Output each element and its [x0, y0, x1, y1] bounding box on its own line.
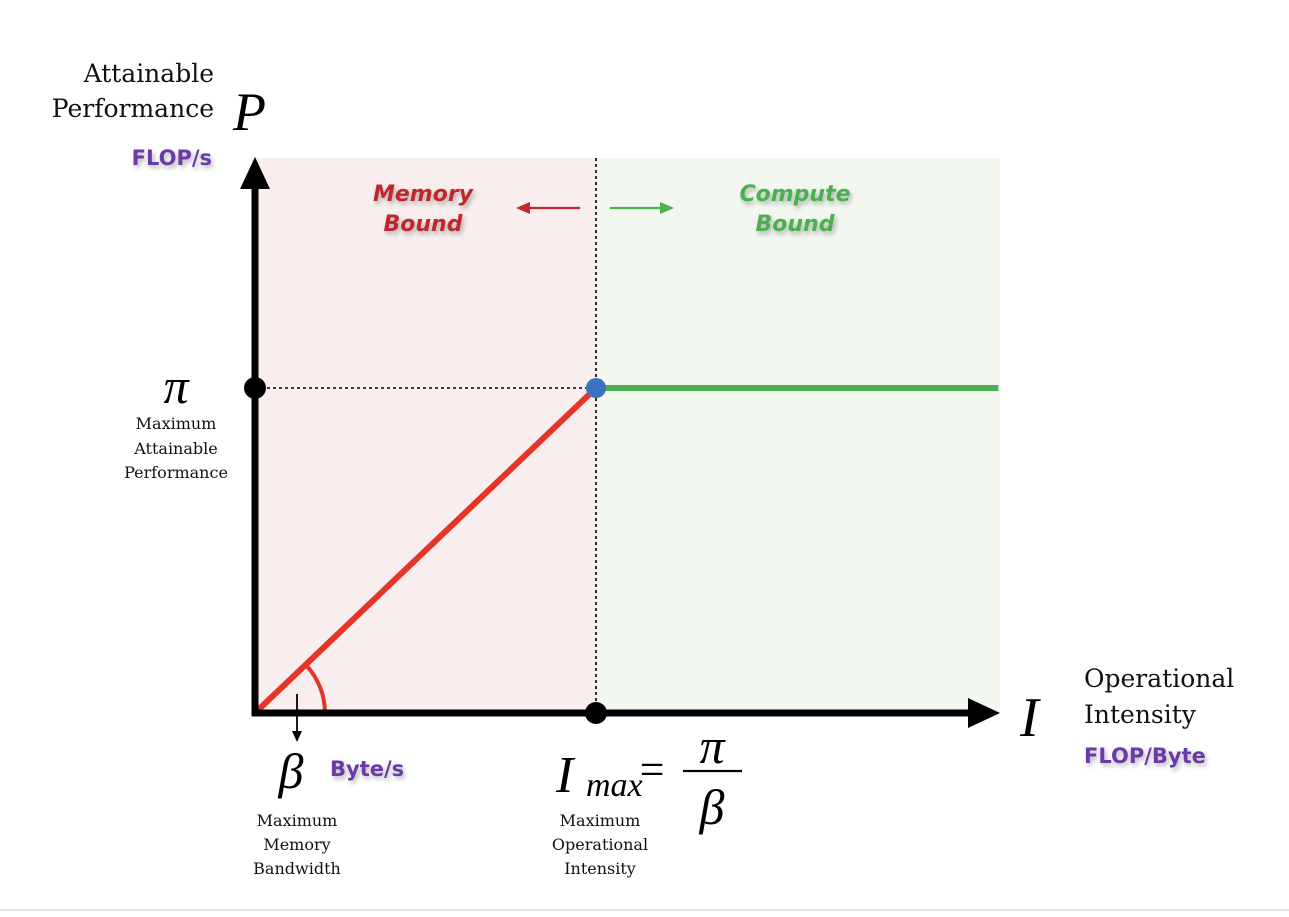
memory-bound-label-line-2: Bound: [384, 212, 463, 237]
x-axis-arrowhead: [968, 698, 1000, 728]
pi-symbol: π: [163, 358, 190, 414]
y-axis-unit: FLOP/s: [132, 146, 212, 170]
imax-lhs-symbol: I: [555, 747, 576, 804]
pi-axis-marker: [244, 377, 266, 399]
beta-symbol: β: [278, 743, 304, 799]
compute-bound-arrowhead: [660, 202, 674, 214]
memory-bound-arrowhead: [516, 202, 530, 214]
memory-bound-label-line-1: Memory: [373, 182, 475, 207]
x-axis-symbol: I: [1019, 687, 1041, 749]
ridge-point: [586, 378, 606, 398]
series-layer: [252, 385, 999, 716]
imax-axis-marker: [585, 702, 607, 724]
imax-desc-line-2: Operational: [552, 835, 648, 854]
beta-unit: Byte/s: [330, 757, 404, 781]
x-axis-label-line-1: Operational: [1084, 664, 1234, 693]
beta-desc-line-1: Maximum: [257, 811, 338, 830]
beta-desc-line-3: Bandwidth: [253, 859, 341, 878]
imax-equals-sign: =: [640, 745, 665, 794]
compute-bound-region: [596, 158, 1000, 713]
imax-subscript: max: [586, 767, 643, 804]
y-axis-label-line-1: Attainable: [83, 59, 214, 88]
compute-bound-label-line-1: Compute: [739, 182, 850, 207]
imax-denominator: β: [699, 779, 725, 835]
beta-angle-arc: [304, 663, 327, 714]
y-axis-symbol: P: [232, 82, 266, 142]
x-axis-unit: FLOP/Byte: [1084, 744, 1206, 768]
memory-roof-line: [252, 385, 599, 716]
imax-desc-line-3: Intensity: [564, 859, 636, 878]
beta-pointer-arrowhead: [292, 731, 302, 742]
imax-desc-line-1: Maximum: [560, 811, 641, 830]
pi-desc-line-3: Performance: [124, 463, 228, 482]
y-axis-label-line-2: Performance: [52, 94, 214, 123]
x-axis-label-line-2: Intensity: [1084, 700, 1197, 729]
compute-bound-label-line-2: Bound: [756, 212, 835, 237]
beta-desc-line-2: Memory: [263, 835, 330, 854]
pi-desc-line-1: Maximum: [136, 414, 217, 433]
pi-desc-line-2: Attainable: [133, 439, 217, 458]
imax-numerator: π: [699, 718, 726, 774]
y-axis-arrowhead: [240, 157, 270, 189]
memory-bound-region: [255, 158, 596, 713]
